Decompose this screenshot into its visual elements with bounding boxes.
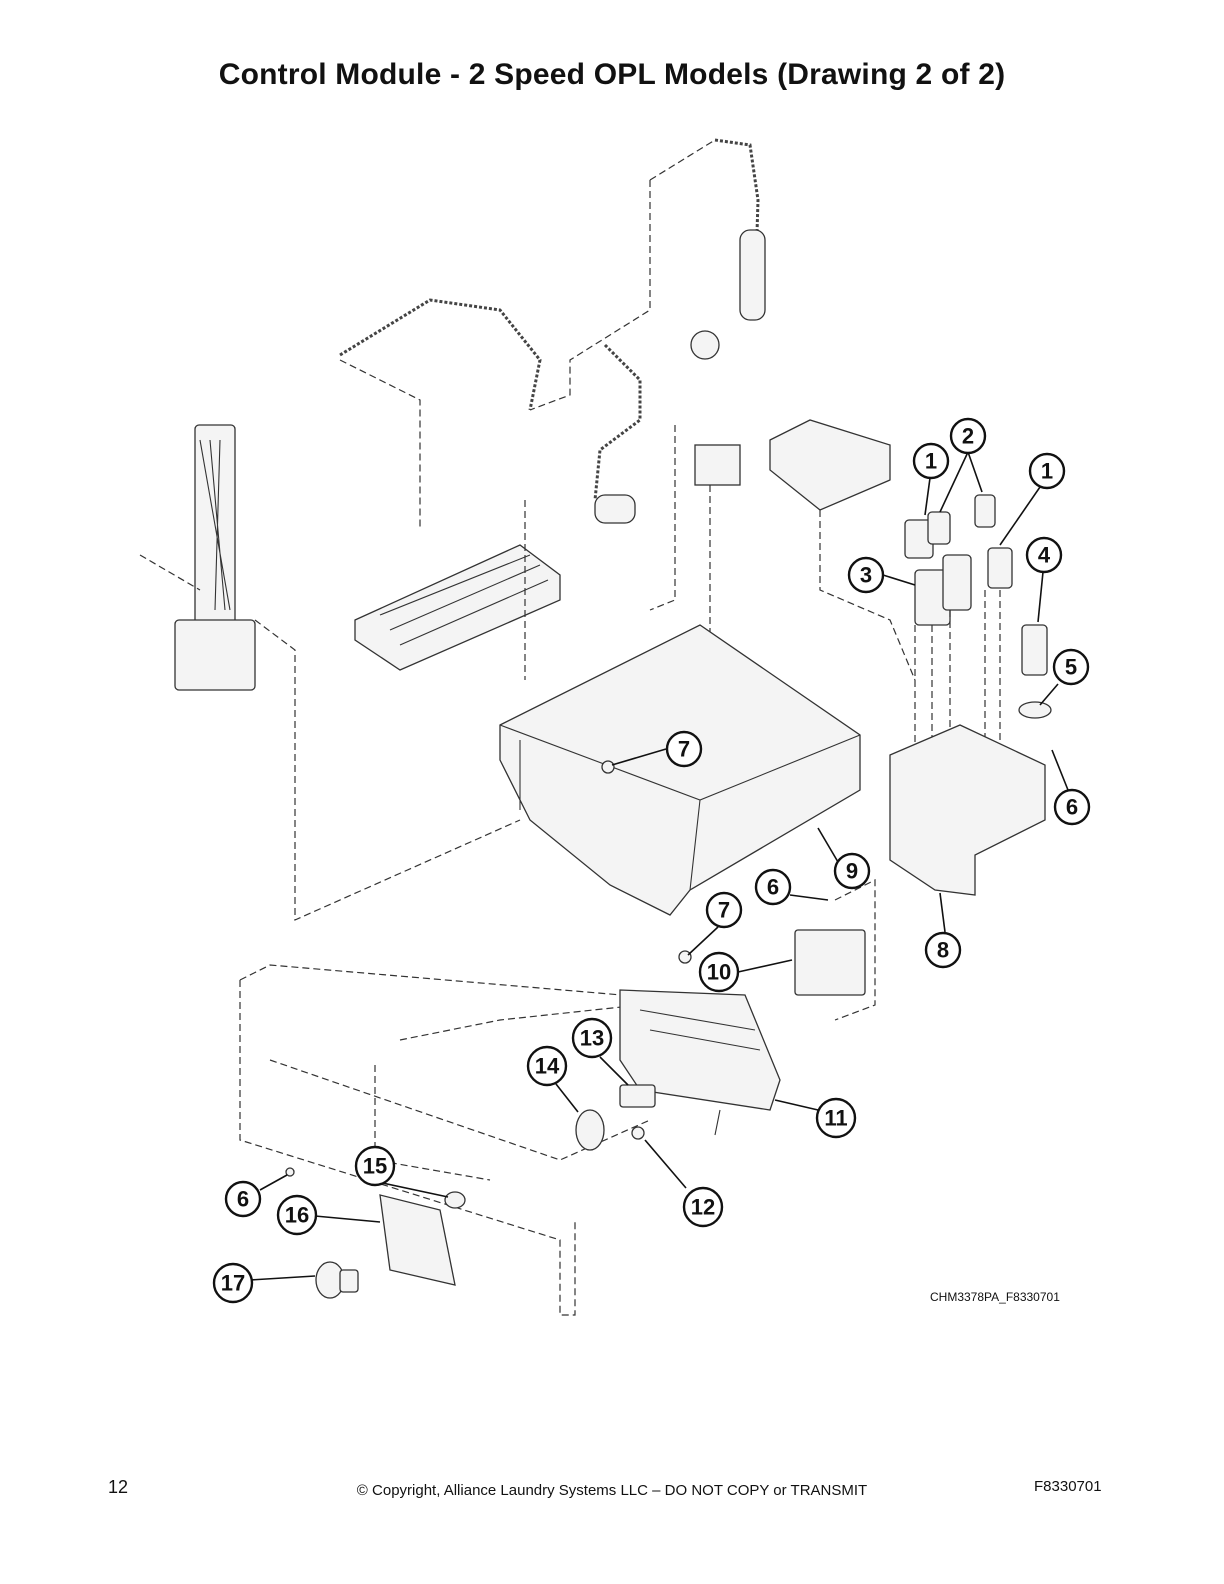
callout-2: 2 — [949, 417, 987, 455]
callout-8: 8 — [924, 931, 962, 969]
hose-connector — [739, 229, 766, 321]
svg-text:4: 4 — [1038, 543, 1051, 568]
transformer — [794, 929, 866, 996]
document-id: F8330701 — [1034, 1478, 1102, 1495]
harness-connector — [174, 619, 256, 691]
nut-12 — [631, 1126, 645, 1140]
drawing-code: CHM3378PA_F8330701 — [930, 1290, 1060, 1304]
copyright-notice: © Copyright, Alliance Laundry Systems LL… — [356, 1482, 868, 1499]
callout-12: 12 — [682, 1186, 724, 1228]
page-number: 12 — [108, 1477, 129, 1497]
screw-6c — [285, 1167, 295, 1177]
svg-text:6: 6 — [1066, 795, 1078, 820]
svg-text:11: 11 — [824, 1106, 847, 1131]
callout-3: 3 — [847, 556, 885, 594]
svg-text:9: 9 — [846, 859, 858, 884]
capacitor-plate — [889, 724, 1046, 896]
callout-1a: 1 — [912, 442, 950, 480]
svg-text:6: 6 — [237, 1187, 249, 1212]
capacitor-4 — [1021, 624, 1048, 676]
svg-text:12: 12 — [691, 1195, 715, 1220]
relay-block — [694, 444, 741, 486]
bushing-15 — [444, 1191, 466, 1209]
svg-text:16: 16 — [285, 1203, 309, 1228]
callout-11: 11 — [815, 1097, 857, 1139]
console-outline — [239, 980, 576, 1316]
svg-text:17: 17 — [221, 1271, 245, 1296]
callout-17: 17 — [212, 1262, 254, 1304]
svg-text:8: 8 — [937, 938, 949, 963]
capacitor-bracket — [1018, 701, 1052, 719]
callout-5: 5 — [1052, 648, 1090, 686]
control-box — [499, 624, 861, 916]
grommet-14 — [575, 1109, 605, 1151]
pressure-hose — [339, 298, 542, 411]
callout-7b: 7 — [705, 891, 743, 929]
callout-6a: 6 — [1053, 788, 1091, 826]
capacitor-1b — [987, 547, 1013, 589]
hose-fitting — [690, 330, 720, 360]
callout-9: 9 — [833, 852, 871, 890]
svg-text:2: 2 — [962, 424, 974, 449]
bracket-16 — [379, 1194, 456, 1286]
capacitor-2a — [927, 511, 951, 545]
hose-route — [649, 139, 716, 181]
callout-4: 4 — [1025, 536, 1063, 574]
callout-6c: 6 — [224, 1180, 262, 1218]
callout-14: 14 — [526, 1045, 568, 1087]
page-title: Control Module - 2 Speed OPL Models (Dra… — [218, 58, 1006, 91]
svg-text:13: 13 — [580, 1026, 604, 1051]
svg-text:7: 7 — [718, 898, 730, 923]
svg-text:7: 7 — [678, 737, 690, 762]
svg-text:3: 3 — [860, 563, 872, 588]
callout-6b: 6 — [754, 868, 792, 906]
sensor-hose — [593, 343, 642, 501]
relay-board — [354, 544, 561, 671]
capacitor-2b — [974, 494, 996, 528]
callout-15: 15 — [354, 1145, 396, 1187]
svg-text:1: 1 — [1041, 459, 1053, 484]
svg-text:15: 15 — [363, 1154, 387, 1179]
callout-16: 16 — [276, 1194, 318, 1236]
callout-13: 13 — [571, 1017, 613, 1059]
contactor-group — [769, 419, 891, 511]
pressure-sensor — [594, 494, 636, 524]
callout-10: 10 — [698, 951, 740, 993]
callout-1b: 1 — [1028, 452, 1066, 490]
capacitor-3b — [942, 554, 972, 611]
switch-13 — [619, 1084, 656, 1108]
svg-text:5: 5 — [1065, 655, 1077, 680]
callout-7a: 7 — [665, 730, 703, 768]
svg-text:10: 10 — [707, 960, 731, 985]
svg-text:1: 1 — [925, 449, 937, 474]
svg-text:6: 6 — [767, 875, 779, 900]
control-board — [619, 989, 781, 1111]
svg-text:14: 14 — [535, 1054, 560, 1079]
nut-7a — [601, 760, 615, 774]
